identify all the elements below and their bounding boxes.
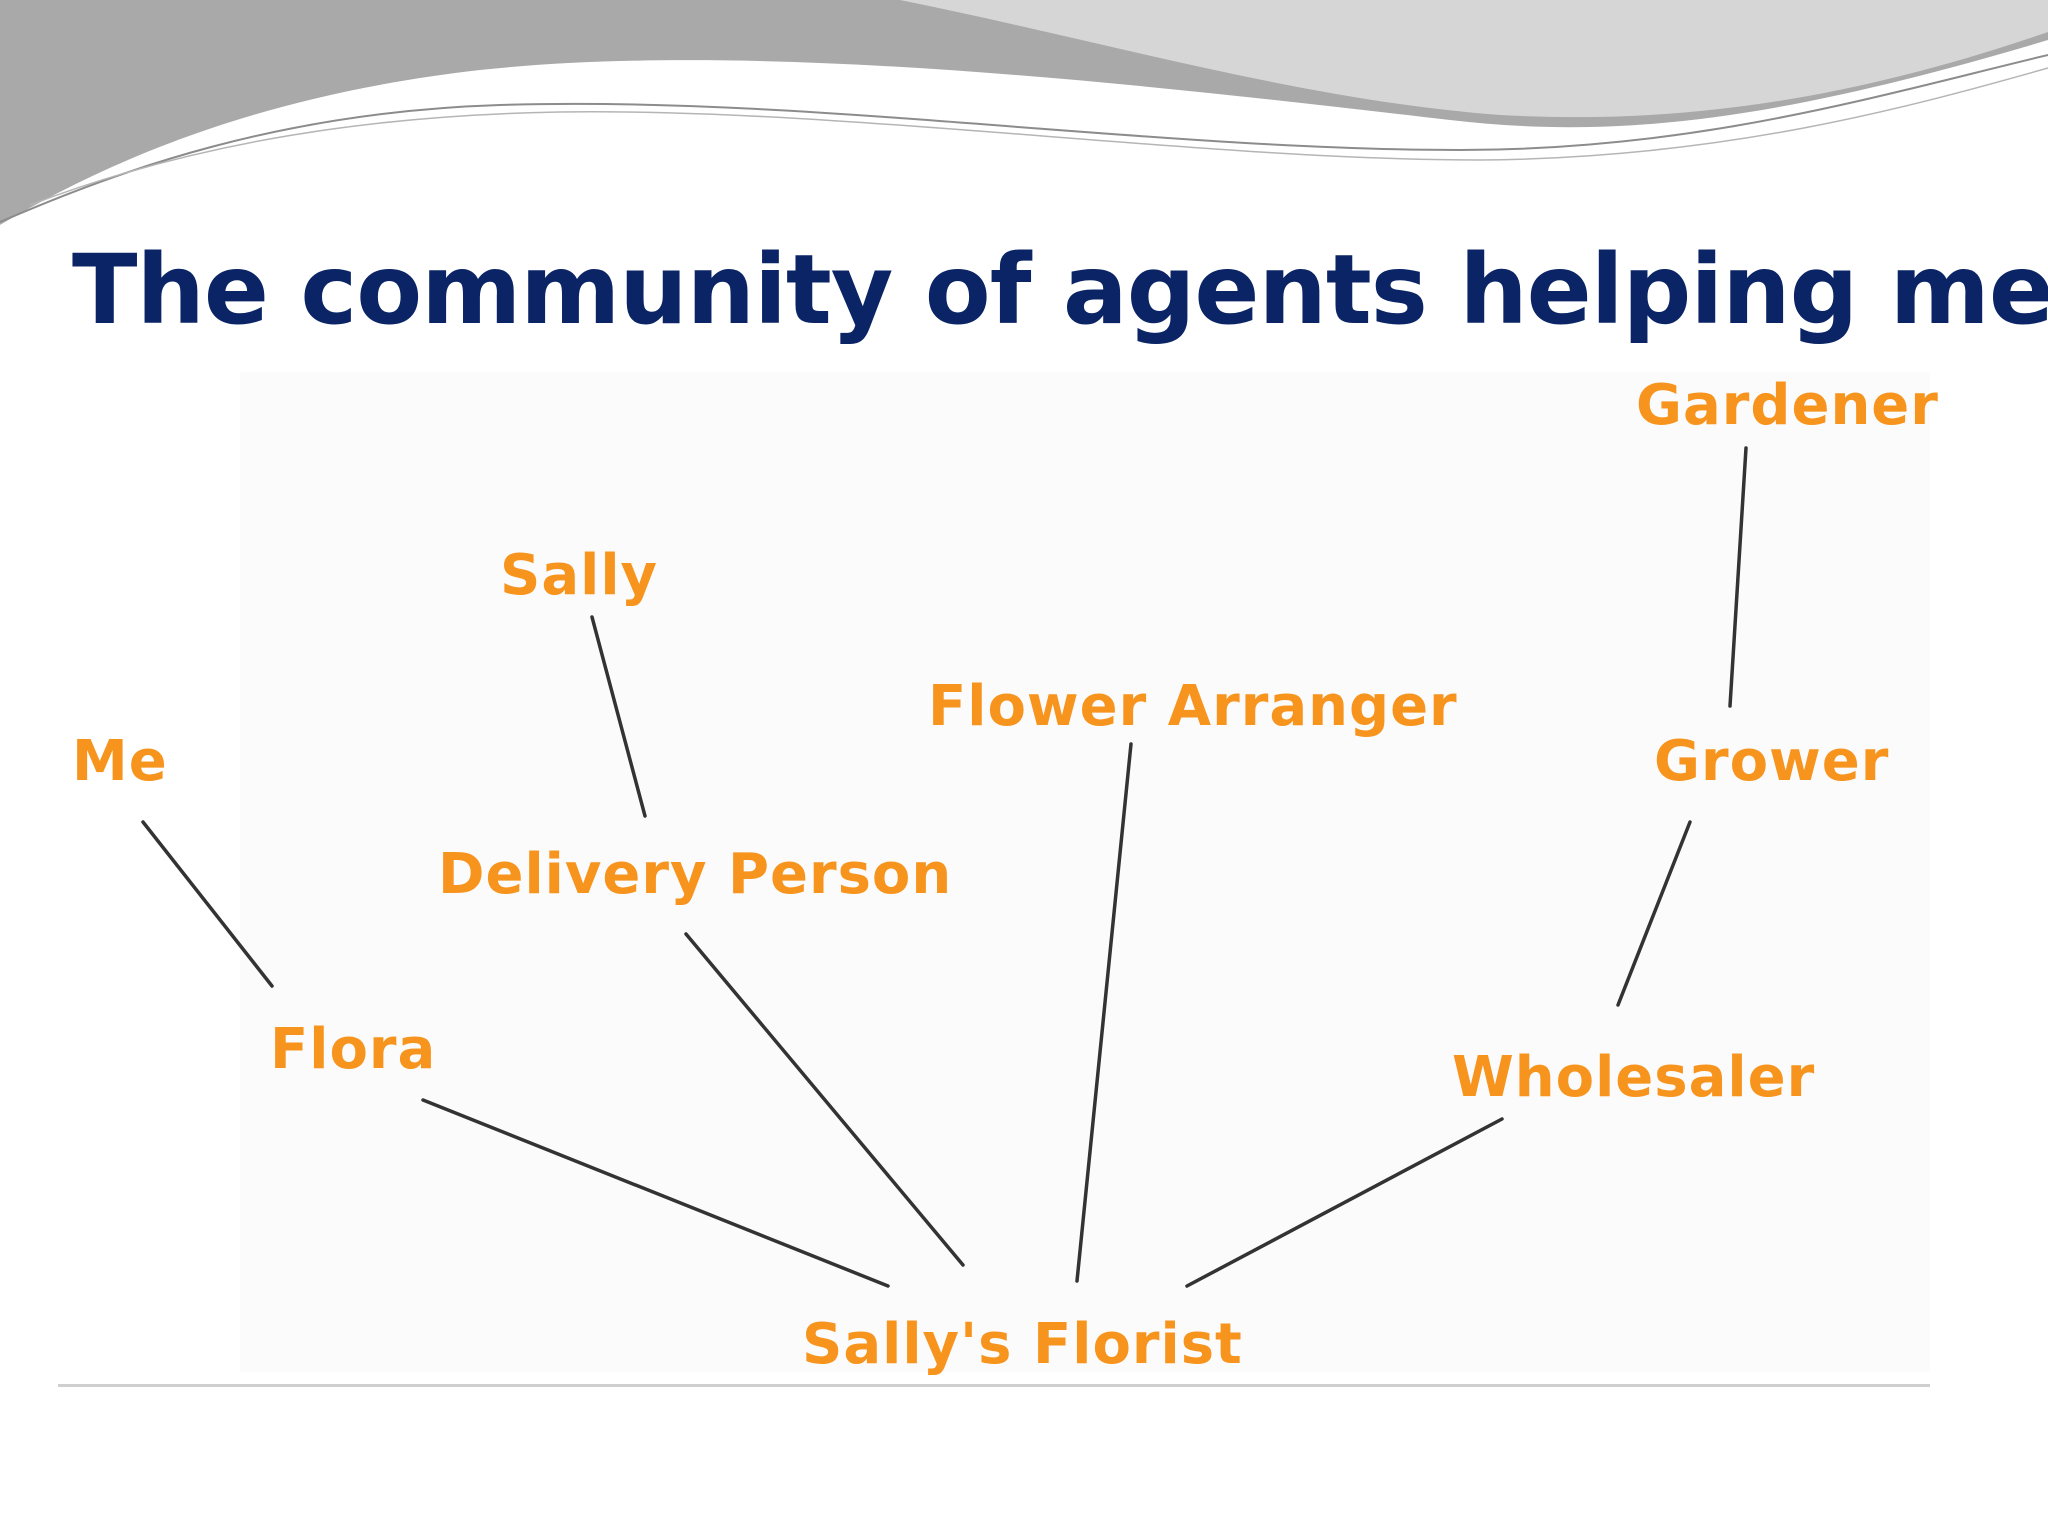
- node-gardener: Gardener: [1636, 373, 1939, 438]
- swoosh-outline-line-2: [29, 67, 2048, 206]
- edge-flower-arranger-sallys-florist: [1075, 742, 1133, 1283]
- node-me: Me: [72, 729, 168, 794]
- node-grower: Grower: [1654, 729, 1889, 794]
- node-wholesaler: Wholesaler: [1452, 1045, 1815, 1110]
- edge-delivery-person-sallys-florist: [684, 932, 965, 1267]
- diagram-edges: [141, 446, 1748, 1288]
- edge-gardener-grower: [1728, 446, 1748, 708]
- edge-sally-delivery-person: [590, 615, 647, 818]
- slide-title: The community of agents helping me: [72, 234, 2048, 346]
- footer-divider: [58, 1384, 1930, 1387]
- node-flora: Flora: [270, 1017, 436, 1082]
- edge-grower-wholesaler: [1616, 820, 1692, 1007]
- node-delivery-person: Delivery Person: [438, 842, 952, 907]
- node-sallys-florist: Sally's Florist: [802, 1312, 1243, 1377]
- swoosh-light-band: [900, 0, 2048, 118]
- swoosh-white-sweep: [0, 45, 2048, 240]
- header-swoosh-decoration: [0, 0, 2048, 240]
- swoosh-outline-line: [0, 54, 2048, 223]
- edge-flora-sallys-florist: [421, 1098, 890, 1288]
- edge-me-flora: [141, 820, 274, 988]
- diagram-nodes: Gardener Sally Flower Arranger Me Grower…: [72, 373, 1939, 1377]
- node-flower-arranger: Flower Arranger: [928, 674, 1458, 739]
- node-sally: Sally: [500, 543, 658, 608]
- edge-wholesaler-sallys-florist: [1185, 1117, 1504, 1288]
